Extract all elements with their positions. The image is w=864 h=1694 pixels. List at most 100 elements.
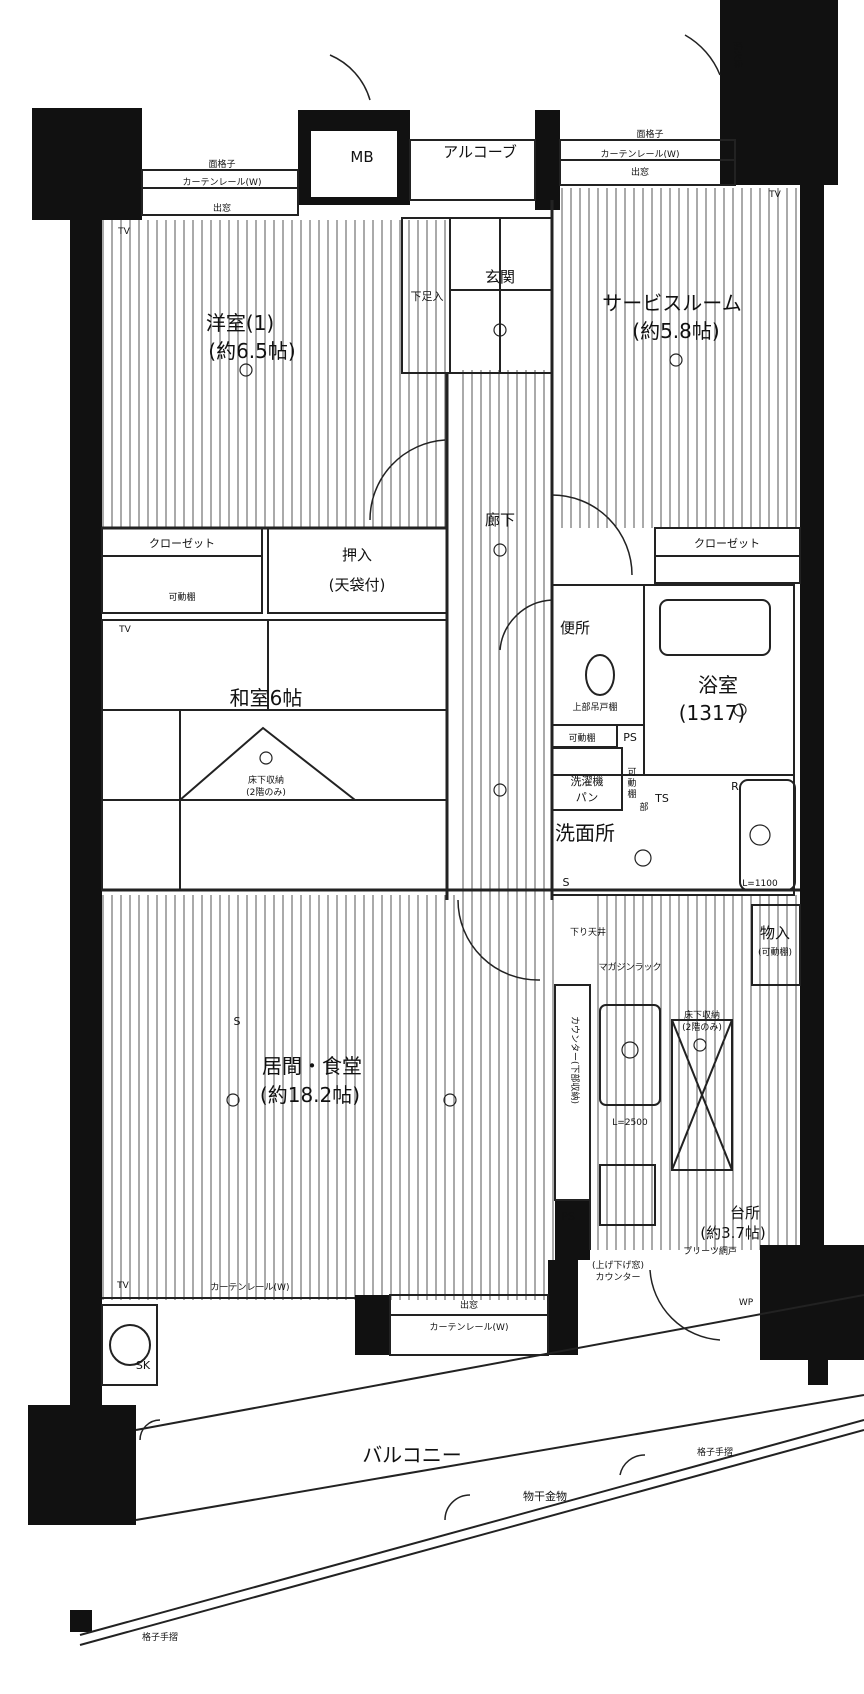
toilet-label: 便所 (560, 619, 590, 637)
western-room-size: (約6.5帖) (208, 339, 295, 363)
wp-label: WP (739, 1298, 754, 1308)
service-room-size: (約5.8帖) (632, 319, 719, 343)
balcony-edge (135, 1294, 864, 1431)
kitchen-size: (約3.7帖) (700, 1224, 766, 1242)
jp-storage-line2: (2階のみ) (246, 787, 286, 798)
s-living: S (234, 1015, 241, 1028)
wall-top-right-block (720, 0, 838, 185)
wash-shelf-2: 動 (627, 778, 636, 789)
alcove-label: アルコーブ (443, 143, 517, 161)
entrance-label: 玄関 (485, 268, 515, 286)
wall-bottom-left-pillar (28, 1405, 136, 1525)
ts-label: TS (654, 792, 669, 805)
tl-bay-label: 出窓 (213, 202, 231, 214)
bottom-bay-label: 出窓 (460, 1299, 478, 1311)
underfloor-storage-jp (177, 726, 358, 801)
kitchen-name: 台所 (730, 1204, 760, 1222)
western-room-floor (102, 220, 447, 528)
kitchen-storage-line1: 床下収納 (684, 1009, 720, 1021)
japanese-room (101, 619, 448, 891)
wash-shelf-4: 部 (639, 801, 648, 813)
sk-label: SK (136, 1359, 151, 1372)
washer-pan-line1: 洗濯機 (571, 774, 604, 788)
hallway-label: 廊下 (485, 511, 515, 529)
toilet-shelf-label: 可動棚 (568, 732, 595, 744)
wall-right (800, 180, 824, 1260)
tr-lattice-label: 面格子 (636, 128, 663, 140)
wash-shelf-1: 可 (627, 767, 636, 778)
living-name: 居間・食堂 (262, 1054, 362, 1078)
bathtub (659, 599, 771, 656)
mb-box (309, 129, 399, 199)
up-down-counter-1: (上げ下げ窓) (592, 1259, 644, 1271)
counter (554, 984, 591, 1201)
shoe-storage-label: 下足入 (411, 290, 444, 303)
hallway-floor (460, 370, 552, 900)
wall-kitchen-pillar (555, 1200, 590, 1260)
sk-box (101, 1304, 158, 1386)
wash-shelf-3: 棚 (627, 788, 636, 800)
tl-lattice-label: 面格子 (208, 158, 235, 170)
tv-mark-tr: TV (768, 190, 781, 200)
bottom-bay-rail-label: カーテンレール(W) (430, 1322, 509, 1333)
balcony-rail-outer (79, 1419, 864, 1636)
tv-mark-ld: TV (116, 1281, 129, 1291)
upper-shelf-label: 上部吊戸棚 (572, 701, 617, 713)
up-down-counter-2: カウンター (595, 1272, 640, 1283)
washer-pan-line2: パン (576, 791, 599, 804)
balcony-rail-inner (79, 1429, 864, 1646)
bay-window-bottom (389, 1294, 549, 1356)
stove (599, 1164, 656, 1226)
laundry-bar (135, 1394, 864, 1521)
tl-rail-label: カーテンレール(W) (183, 177, 262, 188)
wall-bottom-right-pillar (760, 1245, 864, 1360)
s-mark: S (563, 876, 570, 889)
underfloor-kitchen (671, 1019, 733, 1171)
counter-storage-label: カウンター(下部収納) (569, 1016, 581, 1104)
living-floor (102, 895, 560, 1300)
shelf-wash (551, 724, 618, 748)
oshiire-label: 押入 (342, 546, 372, 564)
balcony-label: バルコニー (362, 1443, 462, 1467)
fire-door-label: 防火扉 (732, 41, 744, 68)
r-label: R (731, 780, 739, 793)
wall-bay-right (548, 1260, 578, 1355)
wall-top-left-block (32, 108, 142, 220)
sink (599, 1004, 661, 1106)
wall-alcove-right (535, 110, 560, 210)
window-top-left (141, 169, 299, 216)
wall-bay-left (355, 1295, 390, 1355)
closet-right-label: クローゼット (694, 537, 760, 550)
alcove-area (409, 139, 536, 201)
laundry-hardware-label: 物干金物 (523, 1489, 567, 1503)
mb-label: MB (350, 148, 373, 166)
wall-left (70, 215, 102, 1415)
closet-left (101, 527, 263, 614)
window-top-right (559, 139, 736, 186)
lattice-rail-left: 格子手摺 (142, 1631, 178, 1643)
sk-circle (109, 1324, 151, 1366)
movable-shelf-left-label: 可動棚 (168, 591, 195, 603)
vanity (739, 779, 796, 891)
oshiire-box (267, 527, 448, 614)
ps-upper-label: PS (623, 731, 637, 744)
vanity-length: L=1100 (742, 879, 778, 889)
kitchen-floor (590, 895, 802, 1250)
bottom-rail-label: カーテンレール(W) (211, 1282, 290, 1293)
tr-rail-label: カーテンレール(W) (601, 149, 680, 160)
bathroom-name: 浴室 (698, 673, 738, 697)
toilet-bowl (585, 654, 615, 696)
kitchen-storage-line2: (2階のみ) (682, 1022, 722, 1033)
fixtures (226, 323, 771, 1107)
washroom-label: 洗面所 (555, 821, 615, 845)
floor-hatching (102, 188, 802, 1300)
rail-post-right (808, 1360, 828, 1385)
closet-left-label: クローゼット (149, 537, 215, 550)
lattice-rail-right: 格子手摺 (697, 1446, 733, 1458)
kitchen-length: L=2500 (612, 1118, 648, 1128)
labels: MB アルコーブ 玄関 下足入 洋室(1) (約6.5帖) サービスルーム (約… (116, 41, 792, 1643)
walls (28, 0, 864, 1632)
service-room-name: サービスルーム (602, 291, 741, 315)
pleated-door-label: プリーツ網戸 (683, 1245, 737, 1257)
